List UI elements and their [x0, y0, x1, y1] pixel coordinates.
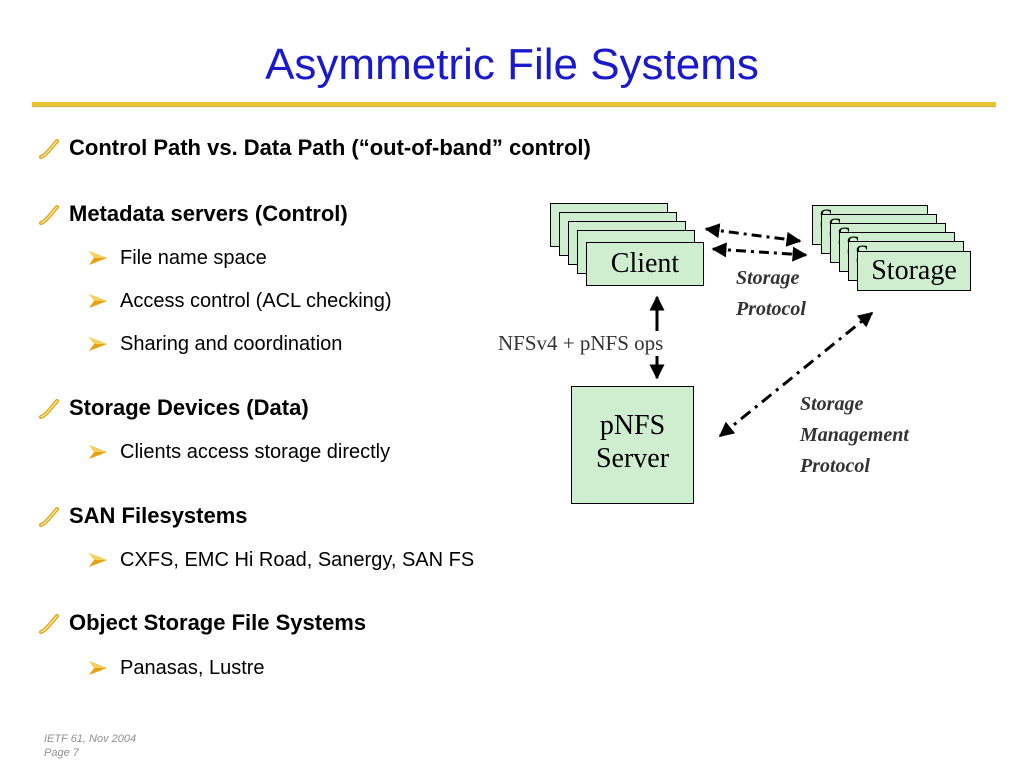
pnfs-server-box: pNFS Server	[571, 386, 694, 504]
arrowhead-bullet-icon	[89, 294, 107, 308]
footer-page-number: Page 7	[44, 747, 79, 759]
storage-protocol-arrow	[704, 223, 802, 247]
slanted-dash-bullet-icon	[39, 139, 59, 159]
storage-management-arrow	[718, 311, 874, 438]
storage-management-line1: Storage	[800, 393, 864, 415]
sub-bullet-text: Access control (ACL checking)	[120, 290, 392, 312]
arrowhead-bullet-icon	[89, 251, 107, 265]
sub-bullet-text: Clients access storage directly	[120, 441, 391, 463]
slanted-dash-bullet-icon	[39, 507, 59, 527]
bullet-text: Control Path vs. Data Path (“out-of-band…	[69, 135, 591, 160]
sub-bullet-text: Sharing and coordination	[120, 333, 343, 355]
footer-conference: IETF 61, Nov 2004	[44, 733, 137, 745]
arrowhead-bullet-icon	[89, 445, 107, 459]
sub-bullet-text: Panasas, Lustre	[120, 657, 265, 679]
bullet-text: Object Storage File Systems	[69, 610, 367, 635]
storage-box: Storage	[857, 251, 971, 291]
sub-bullet-text: File name space	[120, 247, 267, 269]
storage-management-line2: Management	[800, 424, 909, 446]
storage-management-label: Storage Management Protocol	[800, 389, 909, 482]
arrowhead-bullet-icon	[89, 337, 107, 351]
nfs-ops-label: NFSv4 + pNFS ops	[498, 331, 664, 356]
storage-management-line3: Protocol	[800, 455, 870, 477]
server-label-line2: Server	[595, 443, 670, 474]
client-box: Client	[586, 242, 704, 286]
storage-protocol-line2: Protocol	[736, 298, 806, 320]
sub-bullet-text: CXFS, EMC Hi Road, Sanergy, SAN FS	[120, 549, 475, 571]
arrowhead-bullet-icon	[89, 661, 107, 675]
server-label-line1: pNFS	[599, 410, 666, 441]
storage-protocol-line1: Storage	[736, 267, 800, 289]
slide-title: Asymmetric File Systems	[265, 40, 759, 89]
slide-footer: IETF 61, Nov 2004 Page 7	[44, 732, 136, 760]
bullet-text: SAN Filesystems	[69, 503, 248, 528]
storage-protocol-arrow	[711, 242, 808, 262]
bullet-text: Storage Devices (Data)	[69, 395, 309, 420]
bullet-text: Metadata servers (Control)	[69, 201, 348, 226]
title-underline	[32, 102, 996, 106]
slanted-dash-bullet-icon	[39, 205, 59, 225]
slanted-dash-bullet-icon	[39, 614, 59, 634]
slanted-dash-bullet-icon	[39, 399, 59, 419]
arrowhead-bullet-icon	[89, 553, 107, 567]
storage-protocol-label: Storage Protocol	[736, 263, 806, 325]
